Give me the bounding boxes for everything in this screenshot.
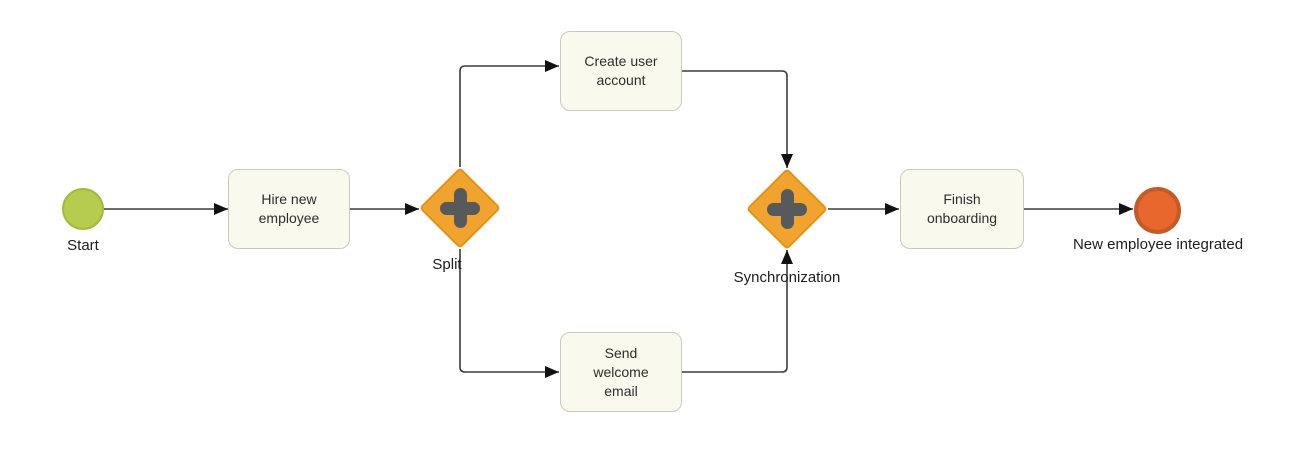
task-label: Create user account — [584, 53, 658, 88]
flow-split-to-create-account[interactable] — [459, 60, 559, 167]
gateway-synchronization[interactable] — [745, 167, 829, 251]
task-label: Hire new employee — [258, 191, 320, 226]
task-label: Send welcome email — [593, 344, 649, 399]
flow-send-email-to-sync[interactable] — [682, 250, 793, 373]
gateway-synchronization-label: Synchronization — [733, 269, 841, 286]
task-send-welcome-email[interactable]: Send welcome email — [560, 332, 682, 412]
start-event-label: Start — [67, 237, 99, 254]
parallel-gateway-plus-icon — [758, 180, 816, 238]
flow-split-to-send-email[interactable] — [459, 249, 559, 378]
task-create-user-account[interactable]: Create user account — [560, 31, 682, 111]
flow-create-account-to-sync[interactable] — [682, 70, 793, 168]
task-finish-onboarding[interactable]: Finish onboarding — [900, 169, 1024, 249]
start-event[interactable] — [62, 188, 104, 230]
task-label: Finish onboarding — [926, 191, 998, 226]
end-event[interactable] — [1134, 187, 1181, 234]
plus-bar-vertical — [780, 189, 794, 229]
gateway-split-label: Split — [432, 256, 462, 273]
task-hire-new-employee[interactable]: Hire new employee — [228, 169, 350, 249]
gateway-split[interactable] — [418, 166, 502, 250]
parallel-gateway-plus-icon — [431, 179, 489, 237]
end-event-label: New employee integrated — [1072, 236, 1244, 253]
plus-bar-vertical — [453, 188, 467, 228]
